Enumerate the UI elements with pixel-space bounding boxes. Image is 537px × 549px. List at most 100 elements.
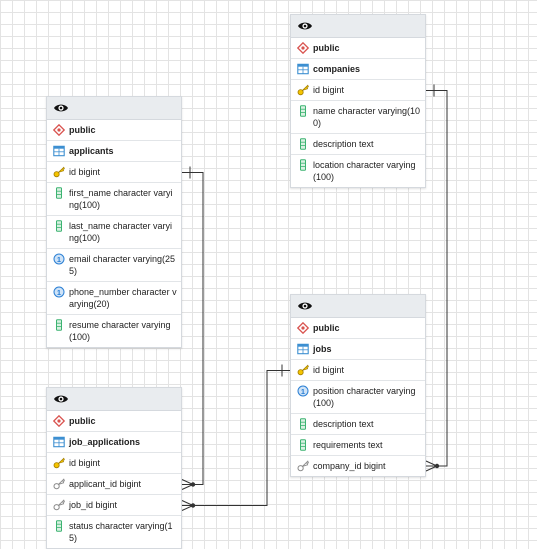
relationship-line: [425, 90, 448, 467]
schema-row: public: [47, 120, 181, 141]
table-icon: [53, 145, 65, 157]
table-node-jobs[interactable]: public jobs id bigint 1 position charact…: [290, 294, 426, 477]
eye-icon[interactable]: [53, 100, 69, 116]
table-icon: [53, 436, 65, 448]
table-node-companies[interactable]: public companies id bigint name characte…: [290, 14, 426, 188]
foreign-key-icon: [297, 460, 309, 472]
column-icon: [56, 187, 62, 199]
column-label: id bigint: [69, 458, 101, 468]
table-node-applicants[interactable]: public applicants id bigint first_name c…: [46, 96, 182, 348]
table-name: job_applications: [69, 437, 141, 447]
foreign-key-icon: [53, 478, 65, 490]
svg-text:1: 1: [57, 255, 61, 264]
schema-name: public: [69, 125, 96, 135]
table-name: jobs: [313, 344, 332, 354]
table-name-row: job_applications: [47, 432, 181, 453]
column-row-id[interactable]: id bigint: [47, 453, 181, 474]
column-row-description[interactable]: description text: [291, 414, 425, 435]
column-label: id bigint: [313, 85, 345, 95]
column-label: email character varying(255): [69, 254, 176, 276]
schema-name: public: [313, 43, 340, 53]
column-label: position character varying(100): [313, 386, 416, 408]
schema-icon: [53, 124, 65, 136]
column-icon: [56, 520, 62, 532]
column-label: resume character varying(100): [69, 320, 171, 342]
column-row-status[interactable]: status character varying(15): [47, 516, 181, 548]
column-label: status character varying(15): [69, 521, 173, 543]
schema-row: public: [47, 411, 181, 432]
unique-icon: 1: [53, 286, 65, 298]
column-icon: [300, 439, 306, 451]
node-header[interactable]: [291, 295, 425, 318]
column-row-position[interactable]: 1 position character varying(100): [291, 381, 425, 414]
column-icon: [56, 220, 62, 232]
column-label: id bigint: [69, 167, 101, 177]
svg-text:1: 1: [301, 387, 305, 396]
schema-row: public: [291, 318, 425, 339]
column-label: phone_number character varying(20): [69, 287, 177, 309]
column-row-id[interactable]: id bigint: [291, 80, 425, 101]
eye-icon[interactable]: [53, 391, 69, 407]
column-label: id bigint: [313, 365, 345, 375]
node-header[interactable]: [47, 388, 181, 411]
column-row-first-name[interactable]: first_name character varying(100): [47, 183, 181, 216]
column-icon: [300, 138, 306, 150]
column-label: company_id bigint: [313, 461, 386, 471]
column-row-job-id[interactable]: job_id bigint: [47, 495, 181, 516]
schema-name: public: [69, 416, 96, 426]
column-icon: [300, 105, 306, 117]
column-row-applicant-id[interactable]: applicant_id bigint: [47, 474, 181, 495]
schema-icon: [297, 42, 309, 54]
unique-icon: 1: [53, 253, 65, 265]
column-icon: [300, 159, 306, 171]
table-node-job-applications[interactable]: public job_applications id bigint applic…: [46, 387, 182, 549]
column-label: description text: [313, 419, 374, 429]
unique-icon: 1: [297, 385, 309, 397]
column-icon: [300, 418, 306, 430]
column-label: applicant_id bigint: [69, 479, 142, 489]
column-row-name[interactable]: name character varying(100): [291, 101, 425, 134]
relationship-line: [181, 370, 291, 506]
column-row-email[interactable]: 1 email character varying(255): [47, 249, 181, 282]
column-label: job_id bigint: [69, 500, 118, 510]
many-end-dot: [434, 463, 440, 469]
key-icon: [297, 84, 309, 96]
key-icon: [53, 457, 65, 469]
column-row-id[interactable]: id bigint: [47, 162, 181, 183]
eye-icon[interactable]: [297, 298, 313, 314]
column-row-description[interactable]: description text: [291, 134, 425, 155]
column-row-location[interactable]: location character varying(100): [291, 155, 425, 187]
column-row-id[interactable]: id bigint: [291, 360, 425, 381]
svg-text:1: 1: [57, 288, 61, 297]
table-name-row: applicants: [47, 141, 181, 162]
schema-name: public: [313, 323, 340, 333]
column-row-last-name[interactable]: last_name character varying(100): [47, 216, 181, 249]
column-label: description text: [313, 139, 374, 149]
column-row-company-id[interactable]: company_id bigint: [291, 456, 425, 476]
column-label: last_name character varying(100): [69, 221, 173, 243]
column-row-phone-number[interactable]: 1 phone_number character varying(20): [47, 282, 181, 315]
node-header[interactable]: [291, 15, 425, 38]
key-icon: [297, 364, 309, 376]
schema-icon: [297, 322, 309, 334]
table-icon: [297, 63, 309, 75]
table-name: applicants: [69, 146, 114, 156]
table-name-row: jobs: [291, 339, 425, 360]
column-label: requirements text: [313, 440, 383, 450]
table-icon: [297, 343, 309, 355]
eye-icon[interactable]: [297, 18, 313, 34]
column-row-requirements[interactable]: requirements text: [291, 435, 425, 456]
column-row-resume[interactable]: resume character varying(100): [47, 315, 181, 347]
column-label: name character varying(100): [313, 106, 421, 128]
column-label: location character varying(100): [313, 160, 416, 182]
key-icon: [53, 166, 65, 178]
schema-icon: [53, 415, 65, 427]
column-icon: [56, 319, 62, 331]
foreign-key-icon: [53, 499, 65, 511]
column-label: first_name character varying(100): [69, 188, 173, 210]
schema-row: public: [291, 38, 425, 59]
relationship-line: [181, 172, 204, 485]
node-header[interactable]: [47, 97, 181, 120]
table-name: companies: [313, 64, 361, 74]
